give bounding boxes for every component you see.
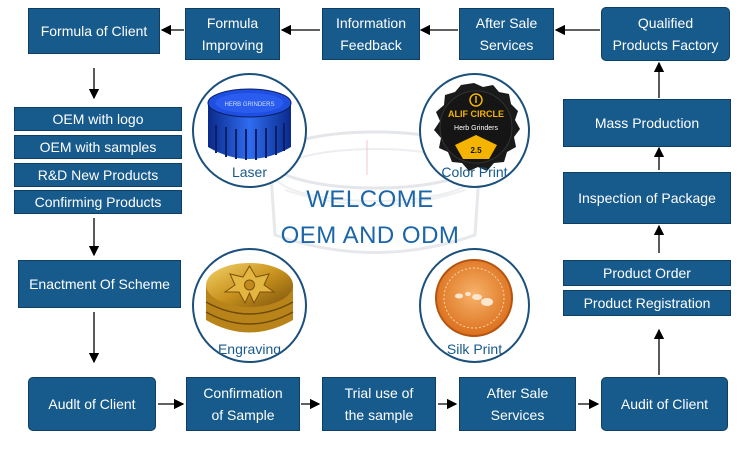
step-product-order: Product Order [563,260,731,286]
color-print-grinder-image: ALIF CIRCLE Herb Grinders 2.5 [434,83,520,171]
laser-brand-text: HERB GRINDERS [224,102,274,108]
step-trial-use: Trial use of the sample [322,377,436,431]
step-label: Confirming Products [34,194,162,210]
engraving-grinder-image [205,263,294,333]
step-label: OEM with samples [39,139,157,155]
step-oem-with-logo: OEM with logo [14,107,182,131]
step-enactment-of-scheme: Enactment Of Scheme [18,260,181,308]
step-label: Information Feedback [335,15,407,53]
laser-label: Laser [231,164,268,180]
background-grinder-sketch [268,130,482,254]
step-oem-with-samples: OEM with samples [14,135,182,159]
oem-odm-subtitle: OEM AND ODM [280,222,460,249]
color-sub-text: Herb Grinders [454,125,498,132]
step-label: Product Order [603,265,691,281]
step-rd-new-products: R&D New Products [14,163,182,187]
color-size-text: 2.5 [470,146,482,155]
step-qualified-products-factory: Qualified Products Factory [601,7,730,61]
color-brand-text: ALIF CIRCLE [448,109,504,119]
step-label: Trial use of the sample [344,385,414,423]
step-label: Mass Production [594,115,700,131]
step-label: OEM with logo [52,111,144,127]
step-label: Product Registration [583,295,711,311]
step-label: After Sale Services [486,385,549,423]
laser-circle: HERB GRINDERS Laser [192,73,307,188]
laser-grinder-image: HERB GRINDERS [207,88,292,160]
step-formula-improving: Formula Improving [185,8,280,60]
step-audit-of-client-right: Audit of Client [601,377,728,431]
step-label: Formula of Client [40,23,148,39]
step-information-feedback: Information Feedback [322,8,420,60]
step-label: Confirmation of Sample [203,385,283,423]
step-inspection-of-package: Inspection of Package [563,172,731,224]
step-label: After Sale Services [475,15,538,53]
color-print-label: Color Print [441,164,508,180]
engraving-label: Engraving [217,341,282,357]
step-confirmation-of-sample: Confirmation of Sample [186,377,300,431]
step-after-sale-bottom: After Sale Services [459,377,576,431]
step-label: Inspection of Package [578,190,716,206]
step-label: Qualified Products Factory [612,15,719,53]
engraving-circle: Engraving [192,248,307,363]
step-label: R&D New Products [37,167,159,183]
step-mass-production: Mass Production [563,99,731,147]
color-print-circle: ALIF CIRCLE Herb Grinders 2.5 Color Prin… [419,73,530,188]
step-formula-of-client: Formula of Client [28,8,160,54]
silk-print-label: Silk Print [446,341,503,357]
welcome-title: WELCOME [306,186,434,213]
step-label: Audlt of Client [48,396,136,412]
step-label: Formula Improving [201,15,264,53]
step-label: Audit of Client [620,396,709,412]
step-after-sale-top: After Sale Services [459,8,554,60]
step-product-registration: Product Registration [563,290,731,316]
step-label: Enactment Of Scheme [29,276,170,292]
step-confirming-products: Confirming Products [14,190,182,214]
step-audit-of-client-left: Audlt of Client [28,377,156,431]
silk-print-circle: Silk Print [419,248,530,363]
silk-print-grinder-image [435,259,513,337]
